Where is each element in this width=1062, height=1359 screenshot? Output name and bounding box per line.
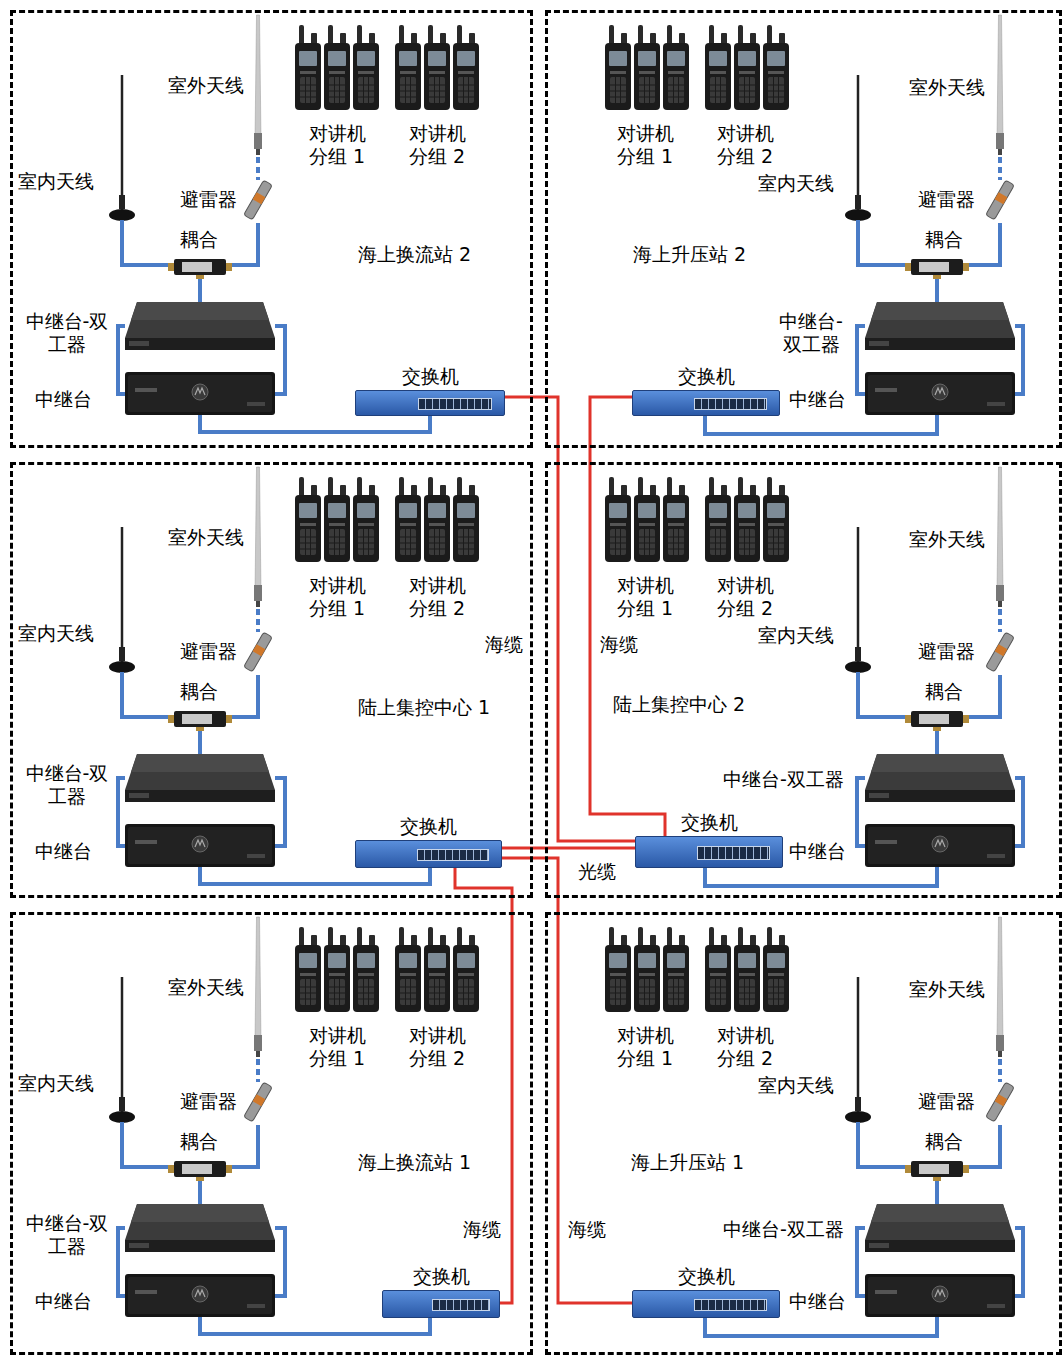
cable-label: 海缆 [568,1218,606,1241]
station-name: 陆上集控中心 2 [613,693,745,716]
coupler-label: 耦合 [925,680,963,703]
station-name: 海上换流站 2 [358,243,471,266]
radio-group-label: 对讲机 分组 1 [304,122,370,168]
station-equipment [605,917,1023,1336]
switch-ports [694,398,767,410]
antenna-label: 室内天线 [758,624,834,647]
cable-line [502,858,632,1303]
network-switch: 交换机 [355,840,502,868]
network-switch: 交换机 [632,1290,780,1318]
coupler-label: 耦合 [925,228,963,251]
cable-line [502,847,635,850]
radio-group-label: 对讲机 分组 2 [404,574,470,620]
radio-group-label: 对讲机 分组 1 [612,1024,678,1070]
network-switch: 交换机 [632,390,780,416]
coupler-label: 耦合 [180,228,218,251]
station-equipment [605,15,1023,434]
repeater-label: 中继台 [35,840,92,863]
repeater-label: 中继台 [789,388,846,411]
network-switch: 交换机 [355,390,505,416]
radio-group-label: 对讲机 分组 1 [304,1024,370,1070]
duplexer-label: 中继台-双工器 [723,768,844,791]
station-equipment [109,15,479,432]
cable-label: 海缆 [600,633,638,656]
switch-label: 交换机 [400,815,457,838]
switch-label: 交换机 [678,1265,735,1288]
duplexer-label: 中继台-双工器 [24,762,110,808]
switch-label: 交换机 [413,1265,470,1288]
duplexer-label: 中继台-双工器 [24,1212,110,1258]
station-region: 陆上集控中心 1 交换机 [10,462,533,898]
switch-label: 交换机 [678,365,735,388]
antenna-label: 室外天线 [909,76,985,99]
station-name: 海上换流站 1 [358,1151,471,1174]
radio-group-label: 对讲机 分组 1 [612,122,678,168]
radio-group-label: 对讲机 分组 2 [712,574,778,620]
coupler-label: 耦合 [180,1130,218,1153]
switch-ports [694,1299,767,1311]
arrester-label: 避雷器 [918,188,975,211]
radio-group-label: 对讲机 分组 1 [612,574,678,620]
radio-group-label: 对讲机 分组 2 [404,122,470,168]
cable-line [455,868,512,1303]
cable-label: 光缆 [578,860,616,883]
network-switch: 交换机 [635,836,783,868]
switch-label: 交换机 [402,365,459,388]
station-equipment [109,467,479,884]
station-equipment [605,467,1023,886]
antenna-label: 室内天线 [18,622,94,645]
coupler-label: 耦合 [925,1130,963,1153]
antenna-label: 室内天线 [758,172,834,195]
antenna-label: 室外天线 [909,978,985,1001]
cable-label: 海缆 [485,633,523,656]
station-name: 海上升压站 1 [631,1151,744,1174]
repeater-label: 中继台 [789,1290,846,1313]
duplexer-label: 中继台-双工器 [723,1218,844,1241]
cable-label: 海缆 [463,1218,501,1241]
antenna-label: 室内天线 [758,1074,834,1097]
antenna-label: 室外天线 [168,526,244,549]
arrester-label: 避雷器 [918,1090,975,1113]
radio-group-label: 对讲机 分组 2 [712,122,778,168]
radio-group-label: 对讲机 分组 2 [712,1024,778,1070]
radio-group-label: 对讲机 分组 1 [304,574,370,620]
arrester-label: 避雷器 [180,188,237,211]
antenna-label: 室外天线 [909,528,985,551]
arrester-label: 避雷器 [180,1090,237,1113]
station-name: 海上升压站 2 [633,243,746,266]
antenna-label: 室内天线 [18,1072,94,1095]
duplexer-label: 中继台-双工器 [771,310,851,356]
station-region: 海上换流站 1 交换机 [10,912,533,1355]
station-region: 陆上集控中心 2 交换机 [545,462,1062,898]
arrester-label: 避雷器 [180,640,237,663]
antenna-label: 室外天线 [168,74,244,97]
repeater-label: 中继台 [35,1290,92,1313]
repeater-label: 中继台 [789,840,846,863]
switch-ports [418,398,492,410]
network-switch: 交换机 [382,1290,500,1318]
switch-label: 交换机 [681,811,738,834]
station-name: 陆上集控中心 1 [358,696,490,719]
switch-ports [432,1299,490,1311]
arrester-label: 避雷器 [918,640,975,663]
station-region: 海上升压站 2 交换机 [545,10,1062,448]
switch-ports [697,846,770,860]
antenna-label: 室外天线 [168,976,244,999]
switch-ports [417,849,490,861]
radio-group-label: 对讲机 分组 2 [404,1024,470,1070]
duplexer-label: 中继台-双工器 [24,310,110,356]
repeater-label: 中继台 [35,388,92,411]
coupler-label: 耦合 [180,680,218,703]
antenna-label: 室内天线 [18,170,94,193]
station-region: 海上换流站 2 交换机 [10,10,533,448]
station-equipment [109,917,479,1334]
